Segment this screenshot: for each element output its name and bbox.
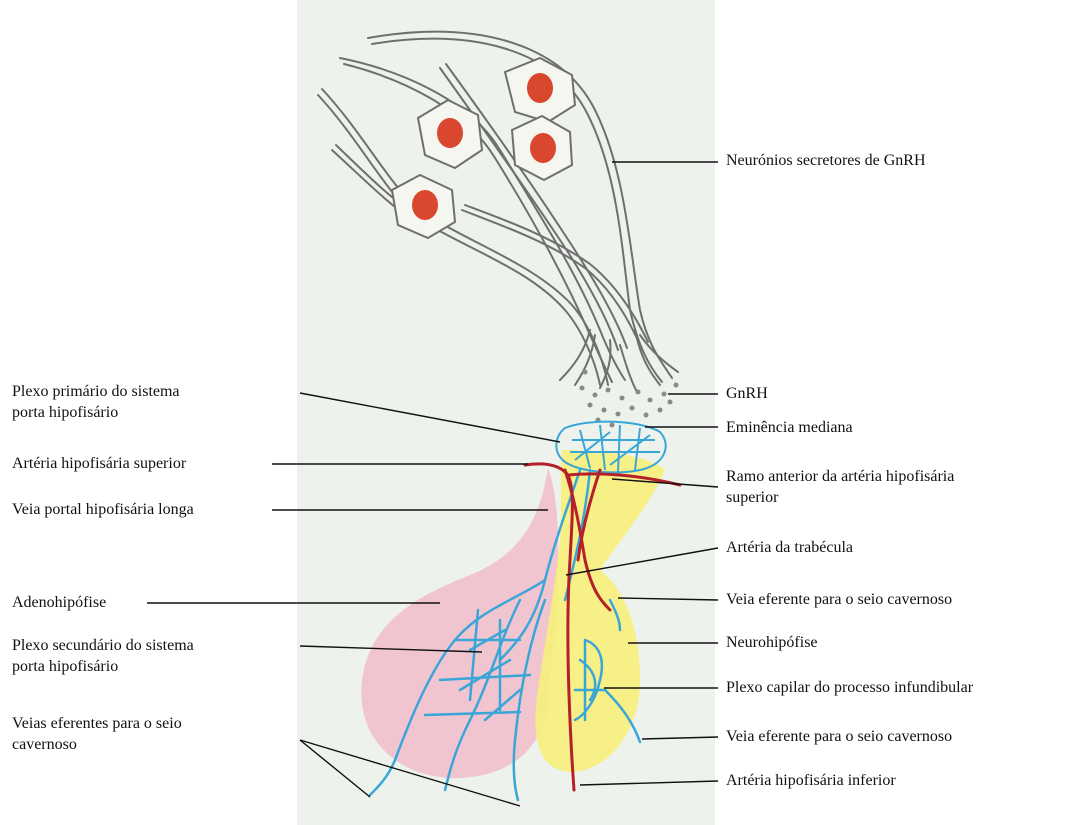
nucleus: [530, 133, 556, 163]
label-arteria-superior: Artéria hipofisária superior: [12, 453, 186, 474]
label-veias-eferentes: Veias eferentes para o seio cavernoso: [12, 713, 297, 755]
label-ramo-anterior: Ramo anterior da artéria hipofisária sup…: [726, 466, 954, 508]
label-adenohipofise: Adenohipófise: [12, 592, 106, 613]
label-veia-portal: Veia portal hipofisária longa: [12, 499, 194, 520]
label-ramo-anterior-line1: Ramo anterior da artéria hipofisária: [726, 466, 954, 487]
label-veias-eferentes-line1: Veias eferentes para o seio: [12, 713, 297, 734]
label-gnrh: GnRH: [726, 383, 768, 404]
label-plexo-secundario-line2: porta hipofisário: [12, 656, 297, 677]
label-ramo-anterior-line2: superior: [726, 487, 954, 508]
label-neurohipofise: Neurohipófise: [726, 632, 818, 653]
nucleus: [527, 73, 553, 103]
label-veia-eferente-1: Veia eferente para o seio cavernoso: [726, 589, 952, 610]
label-plexo-secundario: Plexo secundário do sistema porta hipofi…: [12, 635, 297, 677]
nucleus: [412, 190, 438, 220]
label-arteria-inferior: Artéria hipofisária inferior: [726, 770, 896, 791]
label-arteria-trabecula: Artéria da trabécula: [726, 537, 853, 558]
nucleus: [437, 118, 463, 148]
label-plexo-primario: Plexo primário do sistema porta hipofisá…: [12, 381, 297, 423]
label-plexo-secundario-line1: Plexo secundário do sistema: [12, 635, 297, 656]
label-plexo-capilar: Plexo capilar do processo infundibular: [726, 677, 973, 698]
label-veias-eferentes-line2: cavernoso: [12, 734, 297, 755]
label-plexo-primario-line1: Plexo primário do sistema: [12, 381, 297, 402]
label-eminencia-mediana: Eminência mediana: [726, 417, 853, 438]
label-plexo-primario-line2: porta hipofisário: [12, 402, 297, 423]
label-veia-eferente-2: Veia eferente para o seio cavernoso: [726, 726, 952, 747]
label-neuronios: Neurónios secretores de GnRH: [726, 150, 926, 171]
